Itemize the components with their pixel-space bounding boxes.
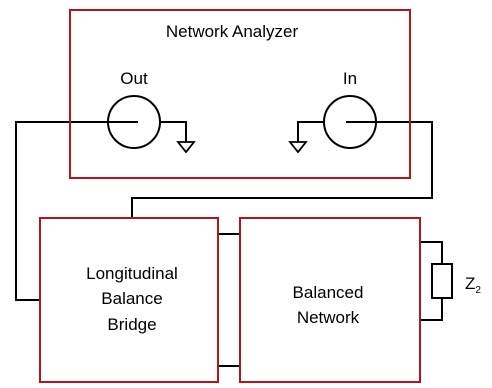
load-symbol: Z: [465, 274, 475, 293]
out-to-bridge-wire: [15, 121, 108, 301]
network-analyzer-box: [69, 9, 411, 179]
out-connector-icon: [107, 95, 161, 149]
in-connector-icon: [323, 95, 380, 149]
load-subscript: 2: [475, 285, 481, 296]
bridge-label-line2: Balance: [101, 289, 162, 308]
out-ground-icon: [176, 141, 196, 154]
in-ground-icon: [288, 141, 308, 154]
bridge-label-line1: Longitudinal: [86, 264, 178, 283]
out-ground-lead: [161, 121, 187, 142]
load-impedance-icon: [431, 263, 453, 299]
network-label-line1: Balanced: [293, 283, 364, 302]
wiring: [15, 121, 443, 367]
load-label: Z2: [465, 274, 481, 296]
in-label: In: [343, 69, 357, 88]
network-to-load-top-wire: [420, 241, 443, 264]
balance-bridge-box: [39, 217, 219, 383]
network-to-load-bottom-wire: [420, 298, 443, 321]
bridge-label-line3: Bridge: [107, 315, 156, 334]
out-label: Out: [120, 69, 148, 88]
network-analyzer-title: Network Analyzer: [166, 22, 299, 41]
in-ground-lead: [297, 121, 324, 142]
network-label-line2: Network: [297, 308, 360, 327]
in-to-bridge-wire: [131, 121, 433, 218]
balanced-network-box: [239, 217, 421, 383]
